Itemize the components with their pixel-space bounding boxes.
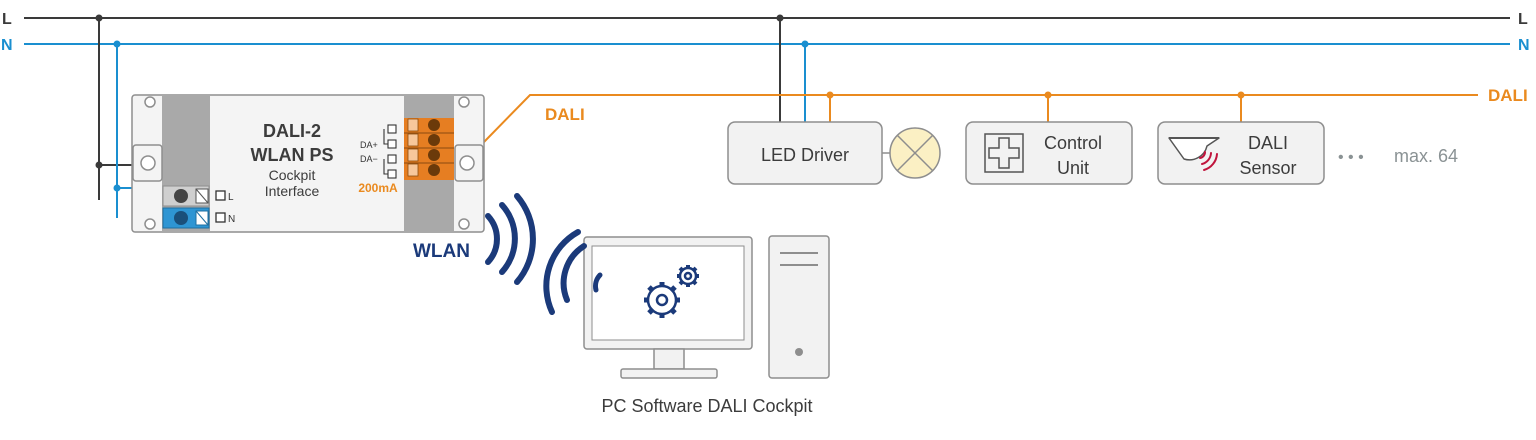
control-unit-icon bbox=[984, 133, 1024, 173]
da-plus-label: DA+ bbox=[360, 140, 378, 150]
module-sub-2: Interface bbox=[265, 183, 320, 199]
pc-tower bbox=[768, 235, 830, 379]
led-driver: LED Driver bbox=[727, 121, 890, 185]
control-unit-label-2: Unit bbox=[1057, 158, 1089, 178]
dali-label-right: DALI bbox=[1488, 86, 1528, 105]
control-unit: Control Unit bbox=[965, 121, 1133, 185]
lamp-icon bbox=[889, 127, 941, 179]
wifi-signal-icon bbox=[485, 193, 536, 285]
power-bus: L L N N bbox=[1, 11, 1530, 218]
pc-monitor bbox=[583, 236, 753, 379]
wifi-signal-icon bbox=[543, 229, 603, 315]
pc-caption: PC Software DALI Cockpit bbox=[601, 396, 812, 416]
led-driver-label: LED Driver bbox=[761, 145, 849, 165]
wlan-ps-module: L N DALI-2 WLAN PS Cockpit Interface DA+… bbox=[131, 94, 485, 233]
ellipsis: • • • bbox=[1338, 149, 1364, 166]
dali-bus: DALI DALI bbox=[483, 86, 1528, 143]
dali-label: DALI bbox=[545, 105, 585, 124]
label-L-right: L bbox=[1518, 11, 1528, 28]
sensor-label-2: Sensor bbox=[1239, 158, 1296, 178]
terminal-L-label: L bbox=[228, 192, 234, 203]
dali-sensor: DALI Sensor bbox=[1157, 121, 1325, 185]
control-unit-label-1: Control bbox=[1044, 133, 1102, 153]
gears-icon bbox=[644, 265, 699, 318]
label-L-left: L bbox=[2, 11, 12, 28]
module-title-1: DALI-2 bbox=[263, 121, 321, 141]
label-N-left: N bbox=[1, 37, 13, 54]
label-N-right: N bbox=[1518, 37, 1530, 54]
terminal-N-label: N bbox=[228, 214, 235, 225]
current-label: 200mA bbox=[358, 181, 398, 195]
sensor-icon bbox=[1168, 137, 1220, 171]
da-minus-label: DA− bbox=[360, 154, 378, 164]
module-sub-1: Cockpit bbox=[269, 167, 316, 183]
wlan-label: WLAN bbox=[413, 241, 470, 262]
sensor-label-1: DALI bbox=[1248, 133, 1288, 153]
module-title-2: WLAN PS bbox=[251, 145, 334, 165]
max-devices-label: max. 64 bbox=[1394, 146, 1458, 166]
